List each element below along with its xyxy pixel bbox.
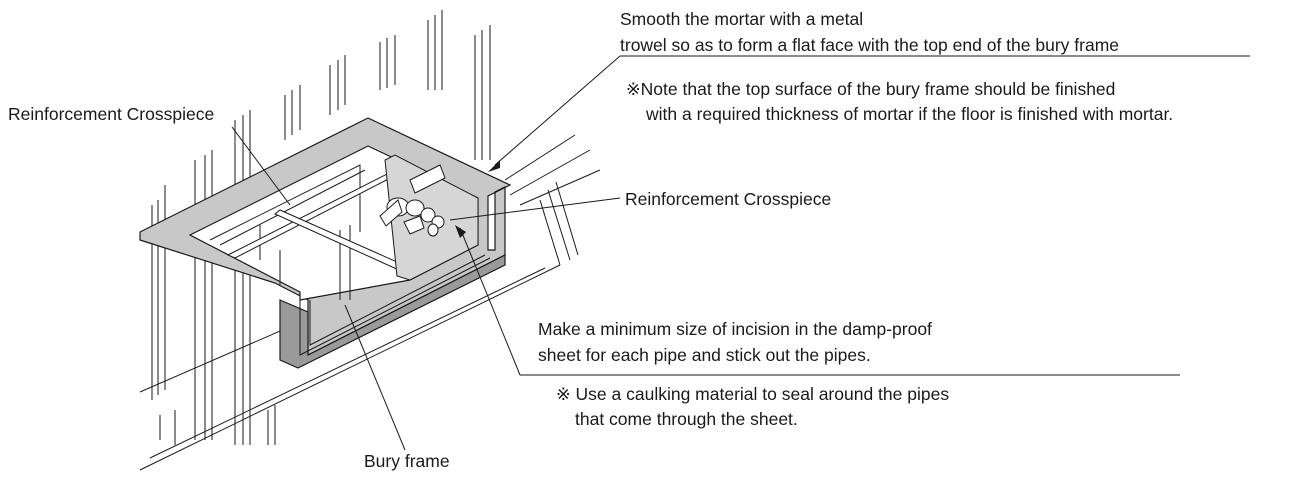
caulking-note-line2: that come through the sheet. xyxy=(575,409,798,429)
mortar-thickness-note-line2: with a required thickness of mortar if t… xyxy=(646,104,1174,124)
pipes xyxy=(379,164,446,237)
leader-lines xyxy=(231,55,1250,451)
incision-note-line1: Make a minimum size of incision in the d… xyxy=(538,319,932,339)
arrowheads xyxy=(455,160,500,238)
bury-frame-label: Bury frame xyxy=(364,451,450,471)
reinforcement-crosspiece-right-label: Reinforcement Crosspiece xyxy=(625,189,832,209)
slab-edges xyxy=(139,134,601,471)
smooth-mortar-note-line2: trowel so as to form a flat face with th… xyxy=(620,35,1119,55)
caulking-note-line1: ※ Use a caulking material to seal around… xyxy=(556,384,950,404)
smooth-mortar-note-line1: Smooth the mortar with a metal xyxy=(620,9,864,29)
reinforcement-crosspiece-left-label: Reinforcement Crosspiece xyxy=(8,104,215,124)
bury-frame-side xyxy=(279,254,506,369)
incision-note-line2: sheet for each pipe and stick out the pi… xyxy=(538,345,871,365)
mortar-thickness-note-line1: ※Note that the top surface of the bury f… xyxy=(626,79,1116,99)
